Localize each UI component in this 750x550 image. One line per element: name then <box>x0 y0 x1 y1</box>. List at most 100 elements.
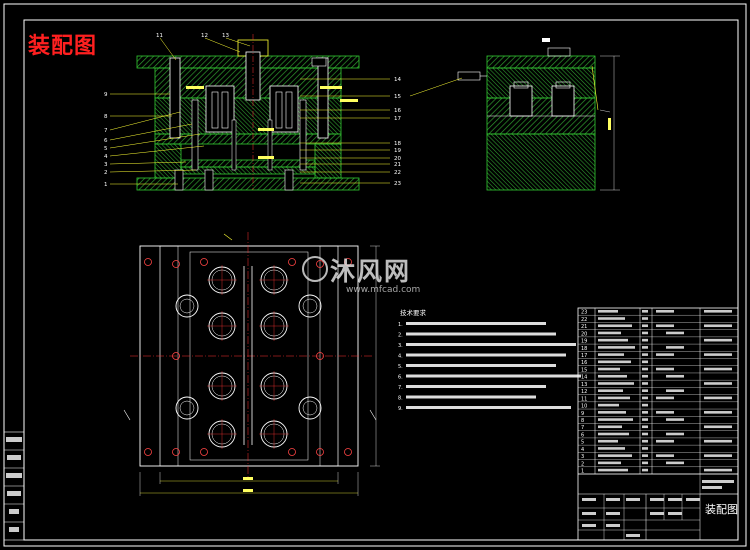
bom-row-number: 5 <box>581 440 584 446</box>
bom-remark-cell <box>704 454 732 457</box>
guide-pillar-inner-circle <box>302 298 318 314</box>
part-number-label: 13 <box>222 33 229 39</box>
bom-qty-cell <box>642 418 648 421</box>
bom-qty-cell <box>642 382 648 385</box>
bom-qty-cell <box>642 432 648 436</box>
bom-material-cell <box>666 346 684 349</box>
tech-requirements-heading: 技术要求 <box>400 308 427 317</box>
screw-hole-circle <box>316 448 324 456</box>
bom-row-number: 6 <box>581 432 584 438</box>
tech-requirement-number: 2. <box>398 333 403 339</box>
bom-qty-cell <box>642 338 648 342</box>
guide-pillar-circle <box>298 396 322 420</box>
screw-hole-circle <box>288 448 296 456</box>
bom-name-cell <box>598 367 620 371</box>
bom-name-cell <box>598 454 632 457</box>
part-number-label: 5 <box>104 146 108 152</box>
bom-name-cell <box>598 396 630 400</box>
bom-qty-cell <box>642 324 648 328</box>
watermark-brand: 沐风网 <box>330 257 412 286</box>
title-block-cell <box>668 512 682 515</box>
left-strip <box>3 431 25 541</box>
bom-row-number: 8 <box>581 418 584 424</box>
bom-remark-cell <box>704 367 732 371</box>
part-number-label: 21 <box>394 162 401 168</box>
bom-qty-cell <box>642 396 648 400</box>
part-number-label: 18 <box>394 141 401 147</box>
bom-name-cell <box>598 338 628 342</box>
tech-requirement-number: 9. <box>398 406 403 412</box>
bom-qty-cell <box>642 411 648 414</box>
part-number-label: 3 <box>104 162 108 168</box>
part-number-label: 7 <box>104 128 108 134</box>
bom-remark-cell <box>704 338 732 342</box>
bom-qty-cell <box>642 439 648 443</box>
plan-view <box>123 232 380 496</box>
bom-material-cell <box>656 353 674 356</box>
guide-pillar-circle <box>298 294 322 318</box>
bom-remark-cell <box>704 310 732 313</box>
tech-requirement-number: 5. <box>398 364 403 370</box>
bom-name-cell <box>598 439 618 443</box>
title-block-cell <box>606 512 620 515</box>
tech-requirement-text-line <box>406 406 571 409</box>
bom-name-cell <box>598 447 625 450</box>
screw-hole-circle <box>344 448 352 456</box>
bom-qty-cell <box>642 353 648 356</box>
screw-hole-circle <box>144 448 152 456</box>
bom-material-cell <box>666 331 684 335</box>
part-number-label: 8 <box>104 114 108 120</box>
tech-requirement-text-line <box>406 395 536 399</box>
bom-name-cell <box>598 468 628 472</box>
tech-requirement-number: 8. <box>398 396 403 402</box>
bom-material-cell <box>656 396 674 400</box>
title-block-cell <box>702 480 734 483</box>
title-block-cell <box>626 498 640 501</box>
front-section-view <box>109 34 390 191</box>
part-number-label: 23 <box>394 181 401 187</box>
part-number-label: 20 <box>394 156 401 162</box>
screw-hole-circle <box>172 260 180 268</box>
screw-hole-circle <box>200 258 208 266</box>
tech-requirement-text-line <box>406 332 556 336</box>
bom-qty-cell <box>642 389 648 392</box>
bom-row-number: 11 <box>581 396 587 402</box>
bom-row-number: 18 <box>581 346 587 352</box>
bom-material-cell <box>656 439 674 443</box>
guide-pillar-inner-circle <box>302 400 318 416</box>
bom-qty-cell <box>642 367 648 371</box>
bom-name-cell <box>598 425 622 429</box>
bom-name-cell <box>598 353 624 356</box>
bom-remark-cell <box>704 324 732 328</box>
guide-pillar-inner-circle <box>179 298 195 314</box>
bom-name-cell <box>598 324 632 328</box>
part-number-label: 11 <box>156 33 163 39</box>
title-block-cell <box>686 498 700 501</box>
bom-row-number: 4 <box>581 447 584 453</box>
guide-pillar-circle <box>175 294 199 318</box>
bom-name-cell <box>598 360 631 364</box>
bom-material-cell <box>656 454 674 457</box>
part-number-label: 2 <box>104 170 108 176</box>
bom-material-cell <box>666 461 684 465</box>
watermark-url: www.mfcad.com <box>346 285 421 295</box>
bom-row-number: 14 <box>581 375 587 381</box>
screw-hole-circle <box>200 448 208 456</box>
part-number-label: 14 <box>394 77 401 83</box>
part-number-label: 9 <box>104 92 108 98</box>
screw-hole-circle <box>172 448 180 456</box>
title-block-cell <box>582 498 596 501</box>
part-numbers-top: 11 12 13 <box>156 33 229 39</box>
bom-qty-cell <box>642 331 648 335</box>
bom-row-number: 7 <box>581 425 584 431</box>
outer-frame <box>3 3 747 547</box>
title-block-cell <box>582 512 596 515</box>
tech-requirement-number: 3. <box>398 343 403 349</box>
screw-hole-circle <box>316 352 324 360</box>
tech-requirement-number: 6. <box>398 375 403 381</box>
part-number-label: 12 <box>201 33 208 39</box>
